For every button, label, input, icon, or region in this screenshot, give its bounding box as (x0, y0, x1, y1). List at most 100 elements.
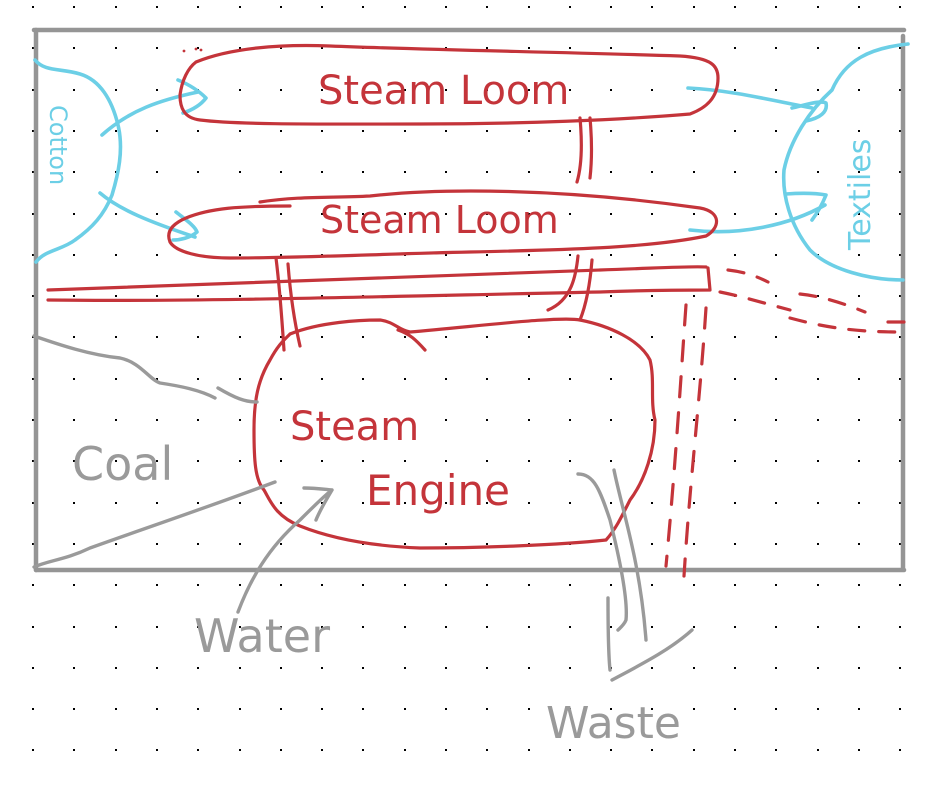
grid-dot (321, 47, 323, 49)
grid-dot (115, 254, 117, 256)
grid-dot (486, 749, 488, 751)
grid-dot (858, 502, 860, 504)
grid-dot (115, 708, 117, 710)
grid-dot (858, 378, 860, 380)
cotton-to-loom-bottom-arrow (98, 191, 199, 242)
grid-dot (280, 626, 282, 628)
grid-dot (239, 130, 241, 132)
grid-dot (156, 584, 158, 586)
grid-dot (817, 336, 819, 338)
grid-dot (486, 502, 488, 504)
grid-dot (734, 708, 736, 710)
grid-dot (404, 419, 406, 421)
loom-bottom-to-textiles-arrow (688, 191, 828, 234)
grid-dot (610, 295, 612, 297)
grid-dot (610, 584, 612, 586)
grid-dot (32, 502, 34, 504)
grid-dot (569, 419, 571, 421)
grid-dot (899, 171, 901, 173)
grid-dot (321, 749, 323, 751)
grid-dot (693, 213, 695, 215)
grid-dot (734, 543, 736, 545)
grid-dot (858, 89, 860, 91)
grid-dot (115, 47, 117, 49)
grid-dot (321, 460, 323, 462)
grid-dot (362, 626, 364, 628)
coal-boundary-upper (32, 334, 259, 404)
grid-dot (404, 667, 406, 669)
grid-dot (734, 336, 736, 338)
grid-dot (734, 130, 736, 132)
coal-boundary-lower (32, 480, 277, 569)
loom-top-outline (178, 43, 720, 126)
grid-dot (73, 749, 75, 751)
grid-dot (486, 254, 488, 256)
grid-dot (445, 708, 447, 710)
grid-dot (651, 336, 653, 338)
grid-dot (693, 584, 695, 586)
grid-dot (280, 749, 282, 751)
grid-dot (73, 667, 75, 669)
grid-dot (775, 171, 777, 173)
grid-dot (73, 543, 75, 545)
grid-dot (73, 378, 75, 380)
steam-engine: Steam Engine (252, 317, 657, 550)
grid-dot (404, 584, 406, 586)
grid-dot (73, 89, 75, 91)
grid-dot (734, 47, 736, 49)
grid-dot (404, 502, 406, 504)
stray-dot (199, 48, 203, 52)
grid-dot (734, 254, 736, 256)
grid-dot (486, 130, 488, 132)
grid-dot (156, 543, 158, 545)
grid-dot (362, 130, 364, 132)
grid-dot (775, 749, 777, 751)
grid-dot (693, 667, 695, 669)
grid-dot (734, 460, 736, 462)
grid-dot (32, 213, 34, 215)
grid-dot (569, 460, 571, 462)
grid-dot (693, 502, 695, 504)
grid-dot (610, 6, 612, 8)
grid-dot (115, 749, 117, 751)
grid-dot (445, 378, 447, 380)
grid-dot (404, 89, 406, 91)
grid-dot (775, 6, 777, 8)
grid-dot (693, 295, 695, 297)
grid-dot (73, 626, 75, 628)
grid-dot (239, 419, 241, 421)
grid-dot (239, 295, 241, 297)
grid-dot (239, 502, 241, 504)
grid-dot (32, 708, 34, 710)
grid-dot (775, 378, 777, 380)
grid-dot (693, 708, 695, 710)
grid-dot (280, 543, 282, 545)
grid-dot (32, 295, 34, 297)
grid-dot (569, 254, 571, 256)
grid-dot (734, 626, 736, 628)
grid-dot (32, 626, 34, 628)
grid-dot (362, 749, 364, 751)
grid-dot (73, 336, 75, 338)
grid-dot (156, 667, 158, 669)
grid-dot (321, 667, 323, 669)
grid-dot (197, 47, 199, 49)
grid-dot (32, 543, 34, 545)
grid-dot (445, 667, 447, 669)
grid-dot (858, 667, 860, 669)
grid-dot (156, 213, 158, 215)
grid-dot (280, 171, 282, 173)
grid-dot (610, 378, 612, 380)
grid-dot (528, 584, 530, 586)
grid-dot (528, 295, 530, 297)
grid-dot (486, 6, 488, 8)
grid-dot (651, 89, 653, 91)
grid-dot (445, 419, 447, 421)
grid-dot (32, 130, 34, 132)
grid-dot (73, 130, 75, 132)
grid-dot (569, 626, 571, 628)
grid-dot (321, 295, 323, 297)
grid-dot (156, 626, 158, 628)
grid-dot (610, 130, 612, 132)
grid-dot (362, 378, 364, 380)
